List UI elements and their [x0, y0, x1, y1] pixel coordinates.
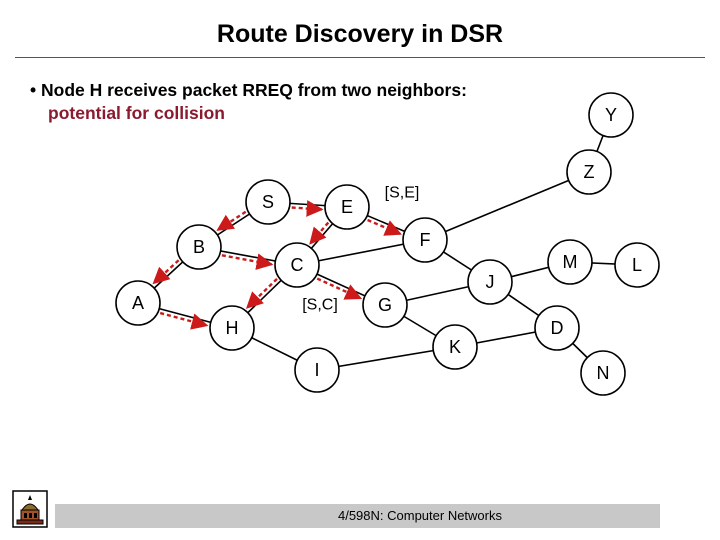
title-divider — [15, 57, 705, 58]
node-circle — [614, 242, 660, 288]
node-label: J — [486, 272, 495, 292]
node-h: H — [209, 305, 255, 351]
node-label: F — [420, 230, 431, 250]
node-label: G — [378, 295, 392, 315]
node-f: F — [402, 217, 448, 263]
node-circle — [274, 242, 320, 288]
node-circle — [362, 282, 408, 328]
node-j: J — [467, 259, 513, 305]
node-k: K — [432, 324, 478, 370]
rreq-arrow-b-c — [221, 253, 274, 270]
rreq-arrow-b-a — [152, 259, 180, 285]
node-label: C — [291, 255, 304, 275]
university-logo-icon — [12, 490, 48, 528]
node-circle — [547, 239, 593, 285]
node-c: C — [274, 242, 320, 288]
rreq-arrow-s-b — [216, 210, 247, 231]
node-circle — [432, 324, 478, 370]
node-z: Z — [566, 149, 612, 195]
node-label: M — [563, 252, 578, 272]
node-label: I — [314, 360, 319, 380]
node-circle — [534, 305, 580, 351]
edge-i-k — [316, 346, 456, 371]
node-n: N — [580, 350, 626, 396]
route-record-label: [S,C] — [302, 297, 338, 314]
bullet-line-2: potential for collision — [48, 103, 225, 123]
node-i: I — [294, 347, 340, 393]
node-circle — [324, 184, 370, 230]
node-circle — [115, 280, 161, 326]
node-circle — [294, 347, 340, 393]
edge-z-f — [424, 171, 590, 241]
node-a: A — [115, 280, 161, 326]
node-circle — [588, 92, 634, 138]
node-circle — [402, 217, 448, 263]
route-record-label: [S,E] — [385, 185, 420, 202]
node-l: L — [614, 242, 660, 288]
node-label: K — [449, 337, 461, 357]
rreq-arrow-e-f — [367, 218, 402, 236]
node-label: S — [262, 192, 274, 212]
rreq-arrow-s-e — [291, 200, 324, 217]
rreq-arrow-c-h — [245, 277, 278, 309]
node-y: Y — [588, 92, 634, 138]
node-label: D — [551, 318, 564, 338]
node-label: H — [226, 318, 239, 338]
node-circle — [245, 179, 291, 225]
node-s: S — [245, 179, 291, 225]
bullet-point: • Node H receives packet RREQ from two n… — [30, 79, 467, 125]
node-circle — [566, 149, 612, 195]
node-m: M — [547, 239, 593, 285]
rreq-arrow-a-h — [159, 311, 209, 330]
node-label: L — [632, 255, 642, 275]
node-label: Y — [605, 105, 617, 125]
node-label: Z — [584, 162, 595, 182]
footer-bar-center — [180, 504, 660, 528]
rreq-arrow-e-c — [309, 221, 330, 245]
rreq-arrow-c-g — [316, 277, 363, 300]
bullet-line-1: • Node H receives packet RREQ from two n… — [30, 80, 467, 100]
footer-bar-left — [55, 504, 180, 528]
node-label: A — [132, 293, 144, 313]
node-d: D — [534, 305, 580, 351]
node-g: G — [362, 282, 408, 328]
node-label: N — [597, 363, 610, 383]
node-circle — [176, 224, 222, 270]
node-circle — [580, 350, 626, 396]
slide-title: Route Discovery in DSR — [216, 20, 504, 48]
node-e: E — [324, 184, 370, 230]
node-circle — [209, 305, 255, 351]
node-label: E — [341, 197, 353, 217]
node-circle — [467, 259, 513, 305]
node-label: B — [193, 237, 205, 257]
node-b: B — [176, 224, 222, 270]
footer-text: 4/598N: Computer Networks — [337, 508, 502, 523]
